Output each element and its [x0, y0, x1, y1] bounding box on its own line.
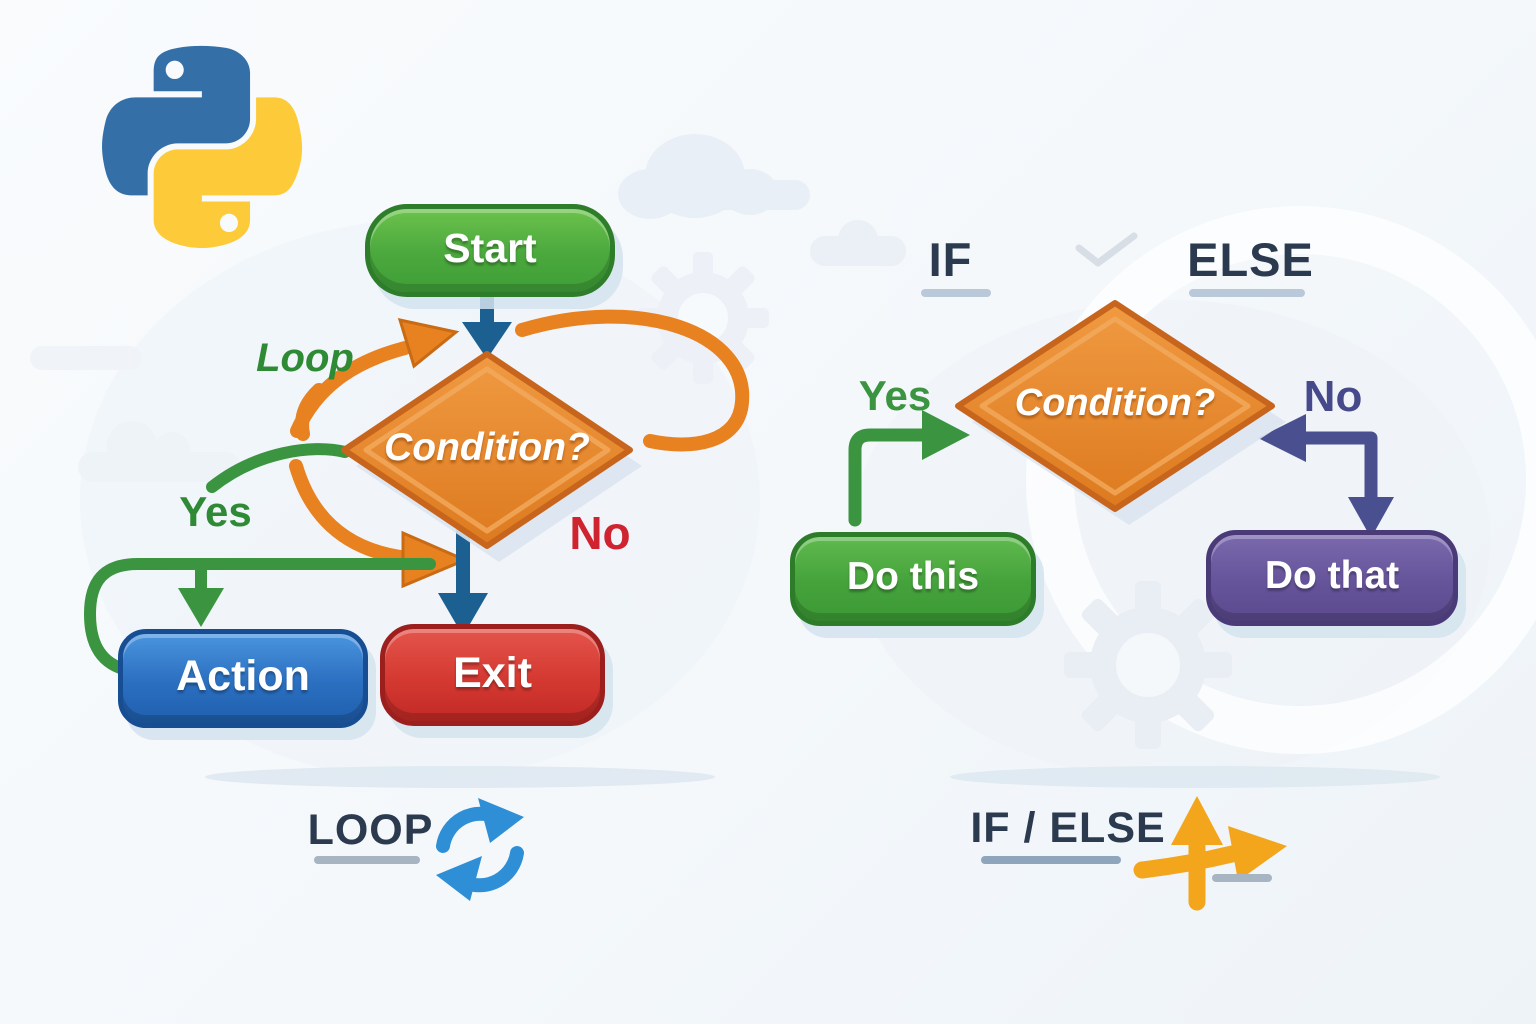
background-swoosh: [1026, 206, 1536, 754]
action-node-label: Action: [176, 652, 310, 700]
action-node: Action: [118, 629, 368, 728]
else-heading: ELSE: [1187, 233, 1314, 286]
condition-diamond-left: [341, 351, 642, 562]
if-underline: [921, 289, 991, 297]
cloud-icon: [30, 346, 142, 370]
loop-orange-arcs: [289, 309, 750, 564]
arrowhead-icon: [438, 593, 488, 636]
branch-arrows-icon: [1133, 796, 1287, 911]
yes-curve: [206, 443, 351, 493]
yes-arrowhead-icon: [922, 410, 970, 460]
legend-if-else-underline: [981, 856, 1121, 864]
exit-node: Exit: [380, 624, 605, 726]
python-logo: [102, 45, 303, 249]
do-this-node: Do this: [790, 532, 1036, 626]
legend-loop-underline: [314, 856, 420, 864]
condition-diamond-right: [955, 300, 1286, 525]
do-this-node-label: Do this: [846, 555, 980, 598]
no-arrowhead-icon: [1258, 414, 1306, 462]
no-arrowhead-icon: [1348, 497, 1394, 538]
yes-edge-label-right: Yes: [858, 372, 932, 419]
yes-edge-label-left: Yes: [179, 488, 252, 535]
shadow-ellipse: [205, 766, 715, 788]
condition-label-left: Condition?: [384, 426, 590, 469]
shadow-ellipse: [950, 766, 1440, 788]
cloud-icon: [78, 421, 240, 482]
do-that-node: Do that: [1206, 530, 1458, 626]
start-node-label: Start: [443, 225, 537, 271]
do-that-node-label: Do that: [1264, 554, 1400, 597]
legend-if-else-label: IF / ELSE: [970, 804, 1166, 852]
cloud-icon: [810, 220, 906, 266]
yes-elbow-arrow: [848, 428, 929, 527]
cloud-icon: [618, 134, 810, 219]
no-edge-label-right: No: [1303, 372, 1363, 421]
loop-edge-label: Loop: [256, 336, 354, 380]
loop-arrowhead-icon: [397, 317, 460, 369]
gear-icon: [637, 252, 769, 384]
yes-arrowhead-icon: [178, 588, 224, 627]
if-heading: IF: [928, 233, 973, 286]
yes-loopback-path: [84, 558, 436, 677]
condition-label-right: Condition?: [1014, 382, 1216, 424]
loop-refresh-icon: [436, 798, 524, 901]
checkmark-icon: [1075, 232, 1138, 267]
gear-icon: [1064, 581, 1232, 749]
legend-loop-label: LOOP: [307, 806, 434, 854]
else-underline: [1189, 289, 1305, 297]
no-edge-label-left: No: [569, 507, 631, 559]
arrowhead-icon: [462, 322, 512, 359]
no-elbow-arrow: [1299, 431, 1378, 507]
exit-node-label: Exit: [453, 648, 532, 697]
start-node: Start: [365, 204, 615, 297]
